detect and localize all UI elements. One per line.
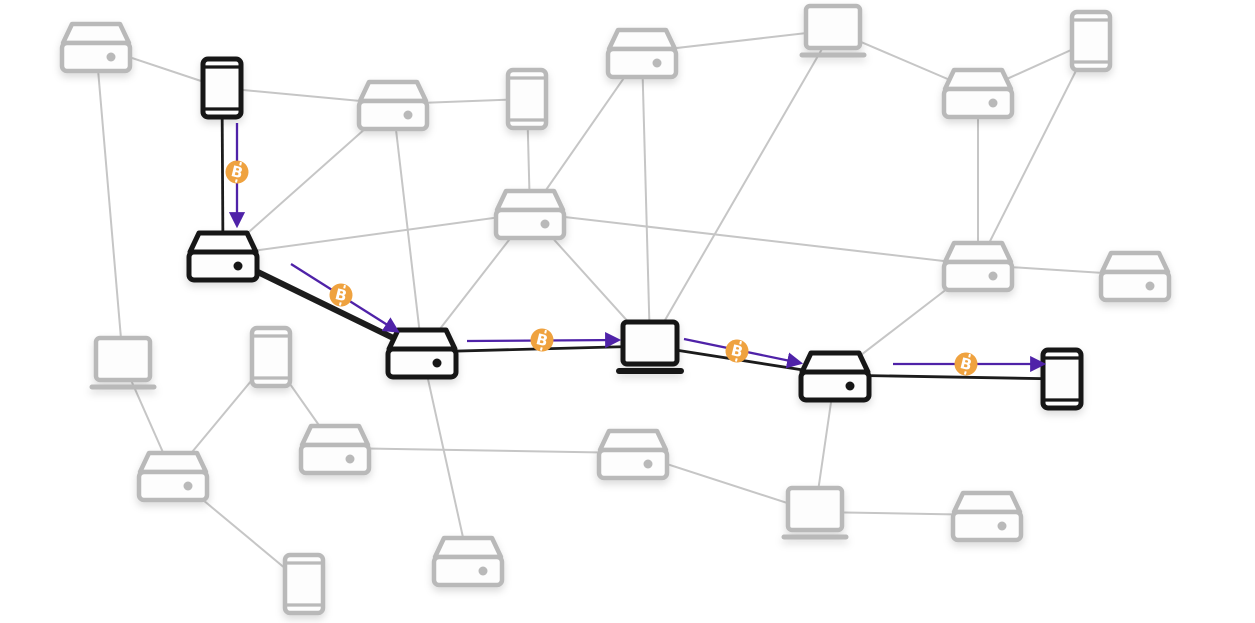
node-peer-phone-south [282,552,326,616]
node-peer-server-south-2 [596,428,670,481]
node-peer-server-south-1 [298,423,372,476]
node-relay-server-3 [798,350,872,403]
phone-icon [505,67,549,131]
edge-peer-server-mid--peer-server-east-1 [529,212,979,266]
bitcoin-symbol: B [534,330,549,350]
laptop-icon [799,3,867,58]
bitcoin-coin-icon: B [954,352,978,376]
transfer-hop-2: B [290,263,400,333]
node-peer-laptop-se [781,485,849,540]
node-peer-server-top-1 [356,79,430,132]
edge-peer-server-south-1--peer-server-south-2 [334,447,634,454]
node-peer-server-south-3 [431,535,505,588]
server-icon [1098,250,1172,303]
node-peer-server-sw [136,450,210,503]
bitcoin-symbol: B [729,341,744,361]
edge-peer-server-nw--peer-laptop-west [95,45,124,363]
node-relay-laptop [616,319,684,374]
server-icon [59,21,133,74]
server-icon [798,350,872,403]
phone-icon [282,552,326,616]
node-peer-server-ne [941,67,1015,120]
server-icon [950,490,1024,543]
node-peer-server-mid [493,188,567,241]
node-peer-server-nw [59,21,133,74]
bitcoin-coin-icon: B [530,328,554,352]
edge-peer-server-south-3--relay-server-2 [421,351,469,561]
node-peer-server-east-1 [941,240,1015,293]
bitcoin-coin-icon: B [225,160,249,184]
edge-peer-phone-ne--peer-server-east-1 [977,40,1092,266]
server-icon [941,240,1015,293]
edge-relay-server-3--phone-receiver [834,373,1063,381]
node-peer-phone-top [505,67,549,131]
transfer-hop-3: B [466,328,622,352]
server-icon [493,188,567,241]
transfers-layer: B B B B B [225,123,1047,376]
node-peer-phone-west [249,325,293,389]
bitcoin-coin-icon: B [329,283,353,307]
bitcoin-symbol: B [229,162,244,182]
server-icon [605,27,679,80]
server-icon [186,230,260,283]
node-peer-server-se [950,490,1024,543]
node-peer-laptop-top [799,3,867,58]
edge-peer-laptop-top--relay-laptop [649,29,834,347]
node-peer-server-top-2 [605,27,679,80]
node-peer-laptop-west [89,335,157,390]
node-phone-sender [200,56,244,120]
phone-icon [1040,347,1084,411]
transfer-hop-5: B [893,352,1047,376]
node-peer-server-east-2 [1098,250,1172,303]
edge-peer-server-mid--relay-server-1 [222,212,531,256]
transfer-hop-4: B [683,337,804,369]
laptop-icon [616,319,684,374]
transfer-hop-1: B [225,123,249,229]
laptop-icon [781,485,849,540]
phone-icon [249,325,293,389]
node-peer-phone-ne [1069,9,1113,73]
node-relay-server-1 [186,230,260,283]
server-icon [431,535,505,588]
server-icon [941,67,1015,120]
nodes-layer [59,3,1172,616]
phone-icon [200,56,244,120]
laptop-icon [89,335,157,390]
bitcoin-symbol: B [958,354,973,374]
server-icon [356,79,430,132]
edge-peer-server-top-1--relay-server-2 [392,103,423,353]
server-icon [136,450,210,503]
server-icon [298,423,372,476]
node-phone-receiver [1040,347,1084,411]
edge-peer-server-top-2--relay-laptop [641,51,651,347]
bitcoin-coin-icon: B [725,339,749,363]
server-icon [596,428,670,481]
node-relay-server-2 [385,327,459,380]
phone-icon [1069,9,1113,73]
bitcoin-symbol: B [333,285,348,305]
server-icon [385,327,459,380]
